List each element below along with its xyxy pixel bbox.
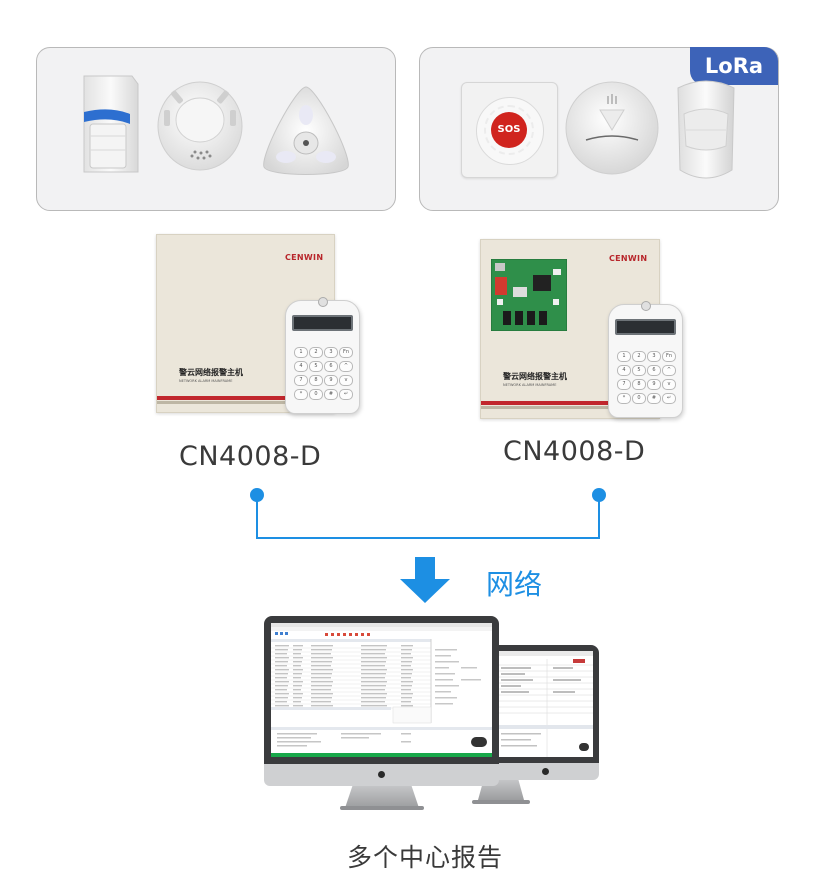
model-label-2: CN4008-D bbox=[503, 436, 646, 467]
keypad-key: 7 bbox=[617, 379, 631, 390]
keypad-key: 5 bbox=[632, 365, 646, 376]
sos-label: SOS bbox=[491, 112, 527, 148]
keypad-key: v bbox=[662, 379, 676, 390]
keypad-key: 2 bbox=[309, 347, 323, 358]
keypad-key: 1 bbox=[294, 347, 308, 358]
keypad-key: 6 bbox=[324, 361, 338, 372]
pir-motion-sensor-icon bbox=[83, 75, 139, 173]
keypad-key: ↵ bbox=[662, 393, 676, 404]
panel-title-cn: 警云网络报警主机 bbox=[503, 372, 567, 381]
wireless-smoke-detector-icon bbox=[565, 81, 659, 175]
keypad-key: 0 bbox=[309, 389, 323, 400]
keypad-key: 9 bbox=[647, 379, 661, 390]
keypad-screen bbox=[292, 315, 353, 331]
keypad-screen bbox=[615, 319, 676, 335]
keypad-key: 3 bbox=[647, 351, 661, 362]
keypad-key: ^ bbox=[339, 361, 353, 372]
panel-title-cn: 警云网络报警主机 bbox=[179, 368, 243, 377]
connector-dot-right bbox=[592, 488, 606, 502]
keypad-key: Fn bbox=[339, 347, 353, 358]
keypad-key: ↵ bbox=[339, 389, 353, 400]
connector-dot-left bbox=[250, 488, 264, 502]
monitor-secondary bbox=[491, 645, 599, 763]
lora-badge: LoRa bbox=[690, 47, 778, 85]
keypad-key: v bbox=[339, 375, 353, 386]
keypad-key: ^ bbox=[662, 365, 676, 376]
keypad-key: # bbox=[647, 393, 661, 404]
keypad-key: Fn bbox=[662, 351, 676, 362]
sos-button-device: SOS bbox=[461, 82, 558, 178]
panel-brand: CENWIN bbox=[609, 254, 648, 263]
keypad-key: * bbox=[617, 393, 631, 404]
circuit-board-icon bbox=[491, 259, 567, 331]
keypad-key: 2 bbox=[632, 351, 646, 362]
keypad-key: 8 bbox=[309, 375, 323, 386]
keypad-key: 5 bbox=[309, 361, 323, 372]
monitor-main-screen bbox=[271, 623, 492, 757]
panel-brand: CENWIN bbox=[285, 253, 324, 262]
keypad-key: 1 bbox=[617, 351, 631, 362]
keypad-key: 6 bbox=[647, 365, 661, 376]
ceiling-pir-sensor-icon bbox=[263, 86, 349, 175]
keypad-key: 4 bbox=[294, 361, 308, 372]
connector-line-left bbox=[256, 500, 258, 539]
connector-line-bottom bbox=[256, 537, 600, 539]
network-label: 网络 bbox=[486, 568, 543, 601]
keypad-key: * bbox=[294, 389, 308, 400]
wireless-pir-sensor-icon bbox=[677, 80, 735, 179]
caption: 多个中心报告 bbox=[347, 843, 504, 872]
panel-title-en: NETWORK ALARM MAINFRAME bbox=[179, 379, 233, 383]
model-label-1: CN4008-D bbox=[179, 441, 322, 472]
monitor-main bbox=[264, 616, 499, 764]
keypad-key: 8 bbox=[632, 379, 646, 390]
smoke-detector-icon bbox=[157, 81, 243, 171]
keypad-key: 7 bbox=[294, 375, 308, 386]
panel-title-en: NETWORK ALARM MAINFRAME bbox=[503, 383, 557, 387]
connector-line-right bbox=[598, 500, 600, 539]
keypad-key: 0 bbox=[632, 393, 646, 404]
down-arrow-icon bbox=[400, 557, 450, 603]
monitor-secondary-screen bbox=[497, 651, 593, 757]
keypad-key: 4 bbox=[617, 365, 631, 376]
monitor-main-stand bbox=[345, 786, 419, 808]
keypad-key: 9 bbox=[324, 375, 338, 386]
keypad-key: # bbox=[324, 389, 338, 400]
keypad-key: 3 bbox=[324, 347, 338, 358]
